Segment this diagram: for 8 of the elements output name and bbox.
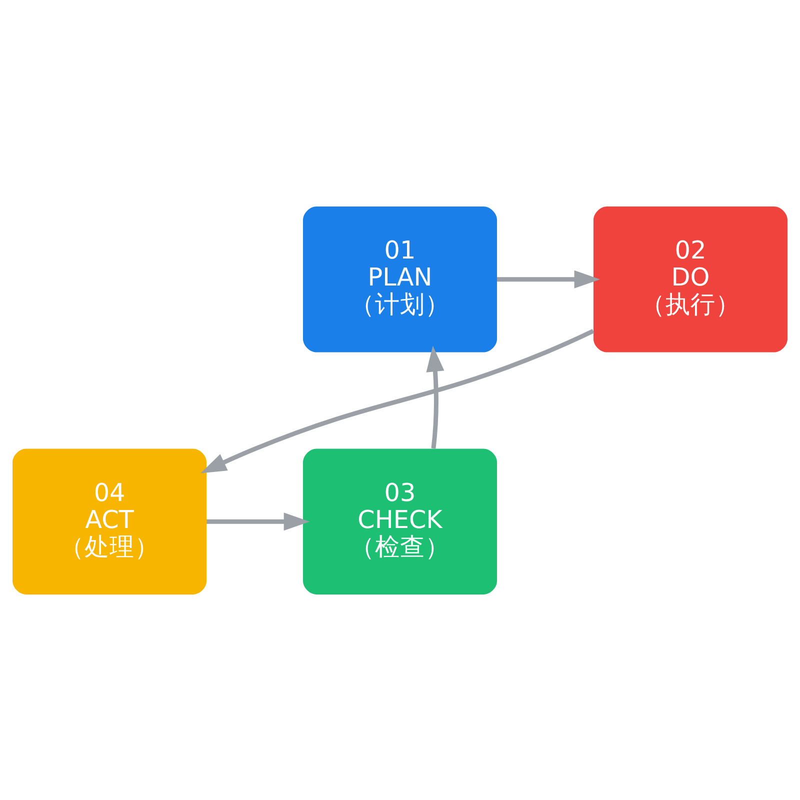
arrow (200, 328, 594, 473)
arrow (206, 512, 310, 530)
node-box: 02 DO （执行） (593, 206, 788, 352)
arrow (497, 270, 600, 288)
node-box: 01 PLAN （计划） (303, 206, 497, 352)
arrow (426, 345, 444, 448)
node-box: 04 ACT （处理） (12, 448, 207, 594)
node-box: 03 CHECK （检查） (303, 448, 497, 594)
